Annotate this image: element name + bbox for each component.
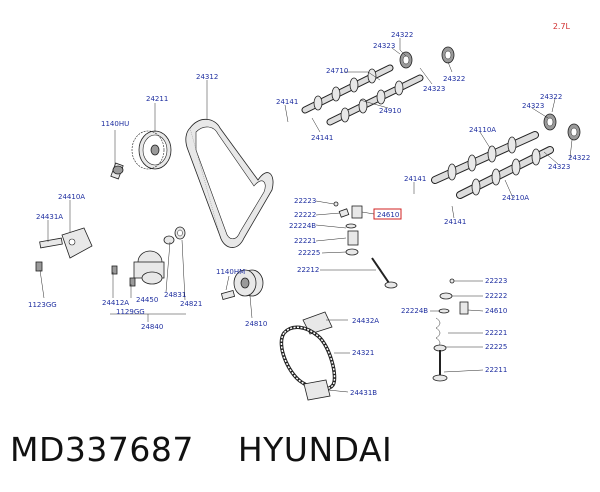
- label-22223-b: 22223: [485, 277, 507, 285]
- leader-lines: [39, 38, 573, 393]
- label-24211: 24211: [146, 95, 168, 103]
- label-22222-a: 22222: [294, 211, 316, 219]
- label-24322-lower: 24322: [540, 93, 562, 101]
- label-24432a: 24432A: [352, 317, 379, 325]
- cam-sprocket: [131, 130, 172, 170]
- label-22221-b: 22221: [485, 329, 507, 337]
- idler-pulley: [220, 269, 264, 300]
- label-24322-lower-right: 24322: [568, 154, 590, 162]
- label-24312: 24312: [196, 73, 218, 81]
- label-24910: 24910: [379, 107, 401, 115]
- engine-variant-label: 2.7L: [552, 22, 570, 31]
- label-24323-upper-right: 24323: [423, 85, 445, 93]
- camshaft-upper-right: [326, 74, 424, 126]
- label-1129gg: 1129GG: [116, 308, 145, 316]
- label-24710: 24710: [326, 67, 348, 75]
- camshaft-lower-front: [431, 131, 539, 184]
- label-1123gg: 1123GG: [28, 301, 57, 309]
- bolt-1140hu: [110, 162, 124, 180]
- label-22225-b: 22225: [485, 343, 507, 351]
- label-24431a: 24431A: [36, 213, 63, 221]
- part-number-caption: MD337687 HYUNDAI: [10, 430, 393, 469]
- part-labels: 24322 24323 24710 24322 24323 24312 2421…: [28, 31, 590, 397]
- label-24141-b: 24141: [311, 134, 333, 142]
- label-22225-a: 22225: [298, 249, 320, 257]
- timing-chain-assembly: [279, 311, 337, 401]
- label-24450: 24450: [136, 296, 158, 304]
- timing-belt: [185, 118, 274, 248]
- label-24322-upper: 24322: [391, 31, 413, 39]
- oil-seal-upper: [399, 46, 455, 69]
- label-24410a: 24410A: [58, 193, 85, 201]
- label-24321: 24321: [352, 349, 374, 357]
- label-24110a: 24110A: [469, 126, 496, 134]
- label-24323-lower: 24323: [522, 102, 544, 110]
- label-24210a: 24210A: [502, 194, 529, 202]
- label-22223-a: 22223: [294, 197, 316, 205]
- label-22224b-b: 22224B: [401, 307, 428, 315]
- tensioner-pulley-group: [111, 226, 186, 287]
- camshaft-upper-left: [301, 64, 394, 114]
- label-22222-b: 22222: [485, 292, 507, 300]
- label-24323-lower-right: 24323: [548, 163, 570, 171]
- label-24610-highlighted: 24610: [377, 211, 399, 219]
- label-24141-a: 24141: [276, 98, 298, 106]
- label-24141-d: 24141: [444, 218, 466, 226]
- valve-assembly-intake: [333, 201, 398, 289]
- label-24810: 24810: [245, 320, 267, 328]
- label-24840: 24840: [141, 323, 163, 331]
- timing-system-exploded-diagram: 24322 24323 24710 24322 24323 24312 2421…: [28, 31, 590, 401]
- label-24322-upper-right: 24322: [443, 75, 465, 83]
- label-22224b-a: 22224B: [289, 222, 316, 230]
- label-24610-b: 24610: [485, 307, 507, 315]
- tensioner-bracket: [35, 227, 93, 272]
- label-24141-c: 24141: [404, 175, 426, 183]
- label-1140hu: 1140HU: [101, 120, 129, 128]
- label-24821: 24821: [180, 300, 202, 308]
- label-24412a: 24412A: [102, 299, 129, 307]
- label-22211: 22211: [485, 366, 507, 374]
- label-24831: 24831: [164, 291, 186, 299]
- label-22212: 22212: [297, 266, 319, 274]
- label-24323-upper: 24323: [373, 42, 395, 50]
- valve-assembly-exhaust: [432, 278, 469, 382]
- label-24431b: 24431B: [350, 389, 377, 397]
- label-1140hm: 1140HM: [216, 268, 245, 276]
- camshaft-lower-rear: [456, 146, 554, 199]
- oil-seal-lower: [543, 113, 581, 141]
- label-22221-a: 22221: [294, 237, 316, 245]
